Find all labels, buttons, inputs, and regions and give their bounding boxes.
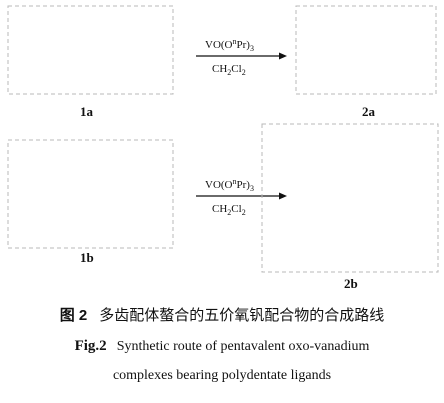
scheme-canvas: 1a VO(OnPr)3 CH2Cl2 2a 1b VO(OnPr)3 CH2C… <box>7 5 439 291</box>
compound-label-1b: 1b <box>80 250 94 265</box>
caption-english-line-1: Fig.2 Synthetic route of pentavalent oxo-… <box>0 338 444 355</box>
caption-chinese-text: 多齿配体螯合的五价氧钒配合物的合成路线 <box>99 306 385 324</box>
compound-label-2a: 2a <box>362 104 376 119</box>
structure-2b-placeholder <box>261 123 439 273</box>
caption-english-text-1: Synthetic route of pentavalent oxo-vanad… <box>116 339 370 354</box>
condition-2-solvent: CH2Cl2 <box>212 203 246 217</box>
condition-2-reagent: VO(OnPr)3 <box>205 177 254 193</box>
caption-english-number: Fig.2 <box>74 338 107 354</box>
caption-chinese-number: 图 2 <box>59 307 88 324</box>
compound-label-1a: 1a <box>80 104 94 119</box>
structure-2a-placeholder <box>295 5 437 95</box>
reaction-scheme: 1a VO(OnPr)3 CH2Cl2 2a 1b VO(OnPr)3 CH2C… <box>7 5 439 291</box>
condition-1-reagent: VO(OnPr)3 <box>205 37 254 53</box>
caption-chinese: 图 2 多齿配体螯合的五价氧钒配合物的合成路线 <box>0 304 444 325</box>
caption-english-line-2: complexes bearing polydentate ligands <box>112 368 332 383</box>
condition-1-solvent: CH2Cl2 <box>212 63 246 77</box>
structure-1a-placeholder <box>7 5 174 95</box>
reaction-arrowhead-2 <box>279 192 287 200</box>
reaction-arrowhead-1 <box>279 52 287 60</box>
compound-label-2b: 2b <box>344 276 358 291</box>
structure-1b-placeholder <box>7 139 174 249</box>
